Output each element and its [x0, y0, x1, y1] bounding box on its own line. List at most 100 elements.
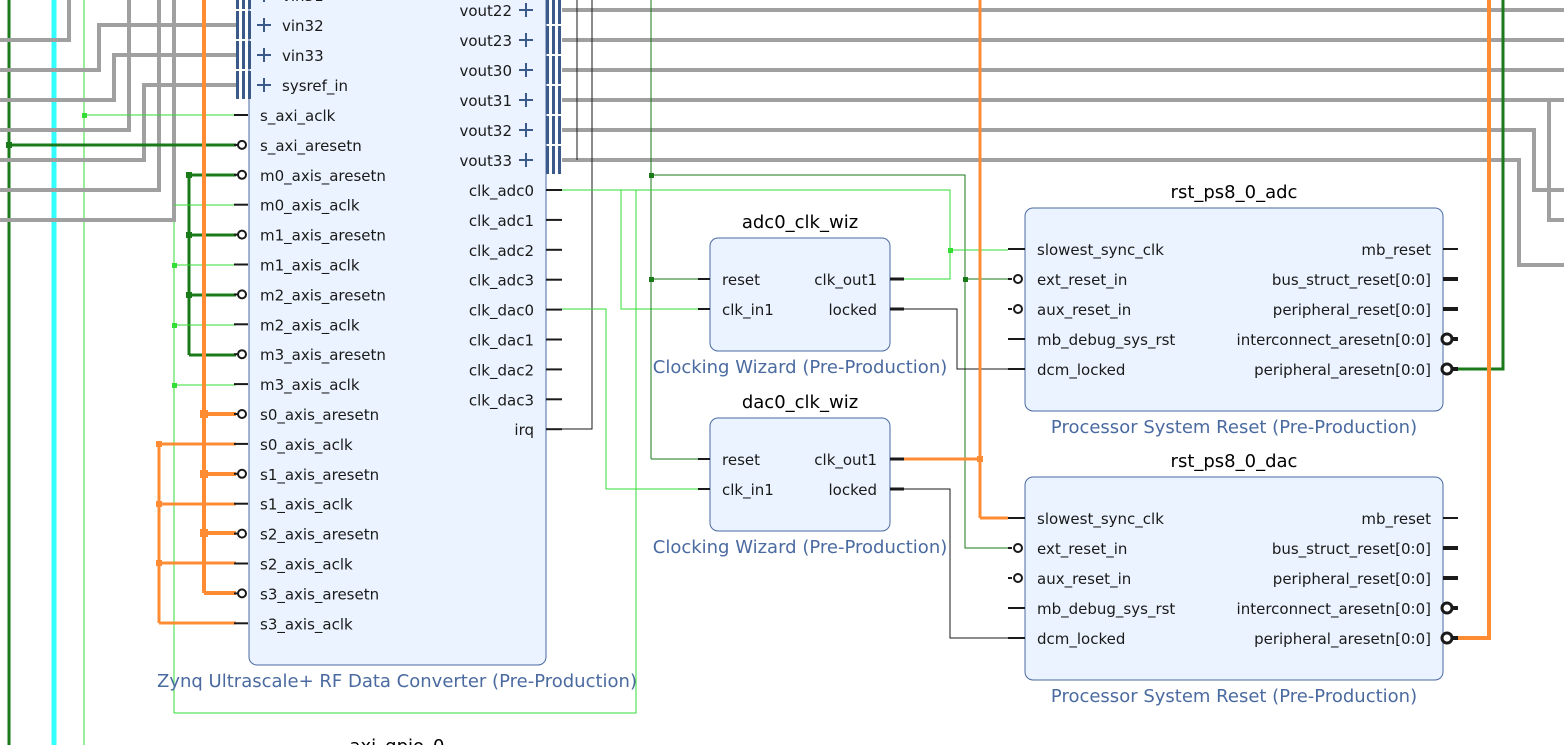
port-label: s3_axis_aresetn: [260, 585, 379, 604]
port-label: aux_reset_in: [1037, 301, 1131, 320]
rst-dac-ports: slowest_sync_clkext_reset_inaux_reset_in…: [1008, 510, 1458, 649]
negated-port-pin[interactable]: [237, 139, 247, 150]
negated-port-pin[interactable]: [237, 289, 247, 300]
port-label: m1_axis_aresetn: [260, 227, 386, 246]
port-label: clk_adc3: [469, 272, 534, 291]
port-label: vin31: [282, 0, 324, 5]
rst-adc-subtitle: Processor System Reset (Pre-Production): [1051, 417, 1417, 438]
port-label: dcm_locked: [1037, 361, 1125, 380]
port-label: s2_axis_aresetn: [260, 526, 379, 545]
port-label: mb_reset: [1361, 241, 1431, 260]
port-label: interconnect_aresetn[0:0]: [1237, 600, 1431, 619]
rf-block-subtitle: Zynq Ultrascale+ RF Data Converter (Pre-…: [157, 671, 637, 692]
port-label: sysref_in: [282, 77, 348, 96]
rst-adc-ports: slowest_sync_clk ext_reset_in aux_reset_in…: [1008, 241, 1458, 380]
negated-port-pin[interactable]: [1013, 304, 1023, 314]
port-label: s_axi_aresetn: [260, 137, 362, 156]
negated-port-pin[interactable]: [237, 349, 247, 360]
adc-clk-wiz-title: adc0_clk_wiz: [742, 212, 858, 233]
port-label: s1_axis_aresetn: [260, 466, 379, 485]
port-label: bus_struct_reset[0:0]: [1272, 540, 1431, 559]
port-label: aux_reset_in: [1037, 570, 1131, 589]
port-label: m0_axis_aresetn: [260, 167, 386, 186]
bus-interface-icon[interactable]: [519, 56, 561, 84]
bus-interface-icon[interactable]: [236, 0, 271, 9]
negated-port-pin[interactable]: [1013, 274, 1023, 284]
port-label: m3_axis_aresetn: [260, 346, 386, 365]
negated-port-pin[interactable]: [1013, 573, 1023, 583]
bus-interface-icon[interactable]: [519, 86, 561, 114]
negated-port-pin[interactable]: [237, 528, 247, 539]
rst-adc-block[interactable]: rst_ps8_0_adc slowest_sync_clk ext_reset_…: [1008, 182, 1458, 438]
port-label: mb_debug_sys_rst: [1037, 600, 1175, 619]
port-label: s3_axis_aclk: [260, 615, 353, 634]
negated-port-pin[interactable]: [1440, 332, 1454, 346]
port-label: clk_dac0: [469, 302, 534, 321]
port-label: bus_struct_reset[0:0]: [1272, 271, 1431, 290]
port-label: m3_axis_aclk: [260, 376, 360, 395]
port-label: dcm_locked: [1037, 630, 1125, 649]
port-label: locked: [829, 481, 878, 499]
port-label: clk_in1: [722, 301, 774, 320]
dac-clk-wiz-block[interactable]: dac0_clk_wiz resetclk_in1clk_out1locked …: [653, 392, 948, 558]
bus-interface-icon[interactable]: [236, 41, 271, 69]
negated-port-pin[interactable]: [1440, 631, 1454, 645]
bus-interface-icon[interactable]: [519, 0, 561, 24]
negated-port-pin[interactable]: [237, 588, 247, 599]
port-label: clk_adc0: [469, 182, 534, 201]
negated-port-pin[interactable]: [237, 468, 247, 479]
rf-right-ports: vout22vout23vout30vout31vout32vout33clk_…: [459, 0, 562, 439]
adc-clk-wiz-subtitle: Clocking Wizard (Pre-Production): [653, 357, 948, 378]
port-label: clk_out1: [814, 271, 877, 290]
negated-port-pin[interactable]: [1013, 543, 1023, 553]
port-label: s0_axis_aresetn: [260, 406, 379, 425]
port-label: clk_dac2: [469, 361, 534, 380]
port-label: ext_reset_in: [1037, 271, 1127, 290]
adc-clk-wiz-block[interactable]: adc0_clk_wiz resetclk_in1clk_out1locked …: [653, 212, 948, 378]
bus-interface-icon[interactable]: [519, 146, 561, 174]
negated-port-pin[interactable]: [237, 229, 247, 240]
bus-interface-icon[interactable]: [519, 116, 561, 144]
negated-port-pin[interactable]: [237, 169, 247, 180]
port-label: vout33: [459, 152, 512, 170]
port-label: vout31: [459, 92, 512, 110]
port-label: peripheral_reset[0:0]: [1273, 570, 1431, 589]
negated-port-pin[interactable]: [1440, 362, 1454, 376]
bus-interface-icon[interactable]: [236, 71, 271, 99]
port-label: clk_in1: [722, 481, 774, 500]
port-label: peripheral_aresetn[0:0]: [1254, 361, 1431, 380]
port-label: reset: [722, 451, 760, 469]
port-label: ext_reset_in: [1037, 540, 1127, 559]
port-label: s1_axis_aclk: [260, 496, 353, 515]
port-label: m2_axis_aresetn: [260, 286, 386, 305]
port-label: peripheral_aresetn[0:0]: [1254, 630, 1431, 649]
rst-adc-title: rst_ps8_0_adc: [1171, 182, 1298, 203]
port-label: vout23: [459, 32, 512, 50]
port-label: m2_axis_aclk: [260, 316, 360, 335]
bus-interface-icon[interactable]: [519, 26, 561, 54]
rst-dac-subtitle: Processor System Reset (Pre-Production): [1051, 686, 1417, 707]
port-label: clk_adc1: [469, 212, 534, 231]
port-label: clk_dac1: [469, 332, 534, 351]
port-label: irq: [514, 421, 534, 439]
port-label: clk_dac3: [469, 391, 534, 410]
axi-gpio-title: axi_gpio_0: [349, 736, 444, 745]
rf-data-converter-block[interactable]: vin31vin32vin33sysref_ins_axi_aclks_axi_…: [157, 0, 637, 692]
port-label: mb_reset: [1361, 510, 1431, 529]
negated-port-pin[interactable]: [237, 409, 247, 419]
port-label: locked: [829, 301, 878, 319]
port-label: slowest_sync_clk: [1037, 241, 1164, 260]
port-label: peripheral_reset[0:0]: [1273, 301, 1431, 320]
port-label: vout32: [459, 122, 512, 140]
port-label: vout30: [459, 62, 512, 80]
port-label: vin32: [282, 17, 324, 35]
bus-interface-icon[interactable]: [236, 11, 271, 39]
dac-clk-wiz-subtitle: Clocking Wizard (Pre-Production): [653, 537, 948, 558]
port-label: s2_axis_aclk: [260, 556, 353, 575]
negated-port-pin[interactable]: [1440, 601, 1454, 615]
rst-dac-block[interactable]: rst_ps8_0_dac slowest_sync_clkext_reset_…: [1008, 451, 1458, 707]
